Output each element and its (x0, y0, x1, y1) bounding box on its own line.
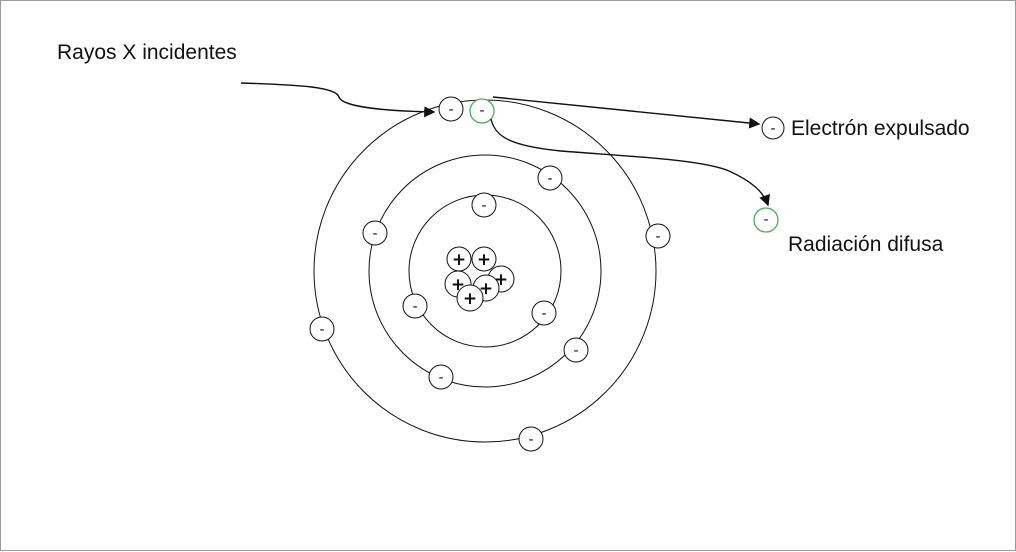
electron: - (428, 364, 454, 390)
svg-text:-: - (655, 229, 660, 245)
electron: - (471, 192, 497, 218)
electron: - (362, 220, 388, 246)
svg-text:-: - (770, 121, 775, 137)
proton: + (446, 246, 472, 272)
svg-text:-: - (547, 171, 552, 187)
electron: - (645, 223, 671, 249)
electron: - (438, 96, 464, 122)
scattered-label: Radiación difusa (788, 233, 944, 256)
ejected-arrow (492, 96, 761, 129)
electron: - (309, 316, 335, 342)
svg-text:-: - (528, 432, 533, 448)
proton: + (456, 284, 484, 312)
ejected-electron: - (761, 116, 785, 140)
svg-text:+: + (477, 250, 491, 270)
electron: - (531, 300, 557, 326)
svg-text:+: + (452, 250, 466, 270)
svg-text:+: + (463, 289, 477, 309)
svg-text:-: - (479, 103, 484, 119)
electron: - (563, 337, 589, 363)
orbit-middle (368, 154, 602, 388)
svg-text:-: - (763, 212, 768, 228)
electron: - (537, 165, 563, 191)
svg-text:-: - (319, 322, 324, 338)
nucleus: + + + + + + (444, 246, 515, 312)
scattered-electron: - (753, 207, 779, 233)
incident-arrow (240, 82, 436, 118)
svg-text:-: - (412, 299, 417, 315)
svg-text:-: - (372, 226, 377, 242)
svg-text:-: - (448, 102, 453, 118)
proton: + (471, 246, 497, 272)
electron: - (518, 426, 544, 452)
incident-label: Rayos X incidentes (57, 41, 237, 64)
svg-text:-: - (573, 343, 578, 359)
scattered-arrow (490, 118, 770, 207)
svg-text:-: - (541, 306, 546, 322)
svg-text:-: - (438, 370, 443, 386)
struck-electron: - (469, 98, 495, 124)
electron: - (402, 293, 428, 319)
ejected-label: Electrón expulsado (791, 117, 970, 140)
svg-text:-: - (481, 198, 486, 214)
